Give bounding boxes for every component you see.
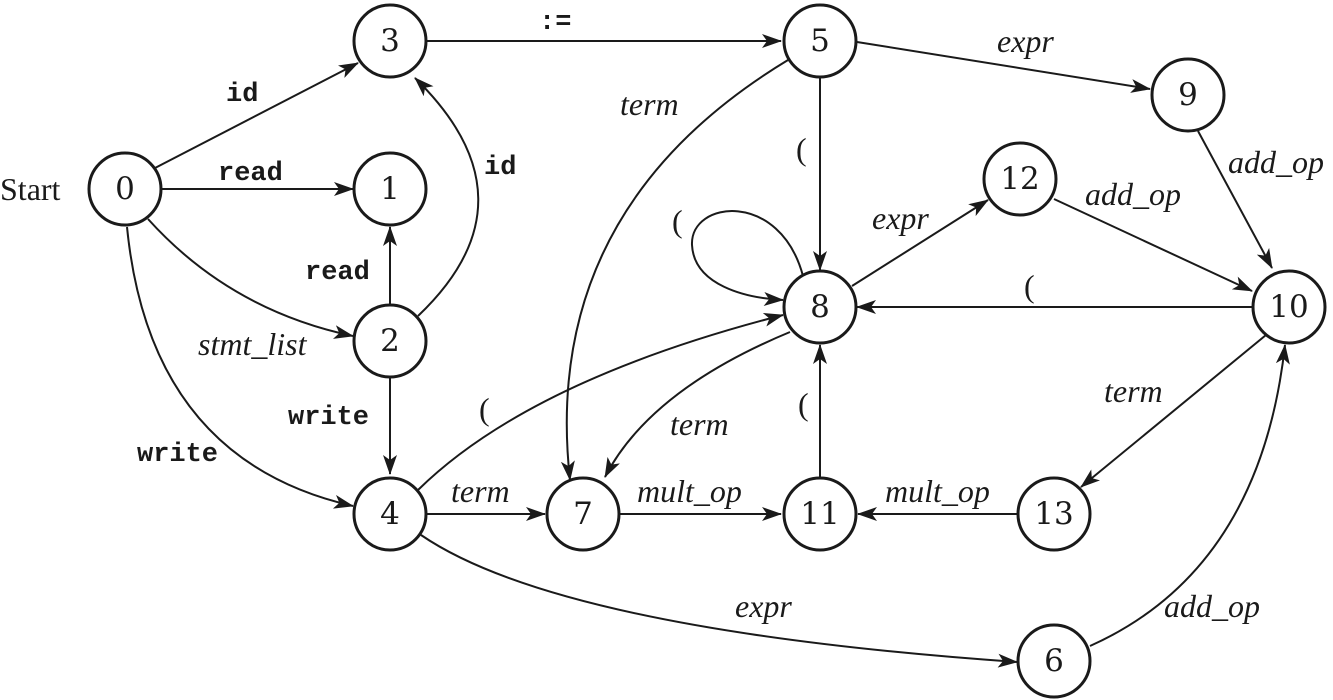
label-3-5: :=: [539, 8, 571, 38]
state-9: 9: [1150, 57, 1226, 133]
svg-text:9: 9: [1178, 77, 1198, 113]
edges: [126, 34, 1290, 668]
label-0-3: id: [226, 80, 258, 110]
label-8-8: (: [672, 203, 683, 239]
edge-labels: Start id read stmt_list write read id wr…: [0, 8, 1324, 624]
state-0: 0: [87, 151, 163, 227]
start-label: Start: [0, 171, 61, 207]
label-12-10: add_op: [1085, 176, 1181, 212]
label-2-3: id: [484, 153, 516, 183]
edge-2-3: [414, 77, 480, 317]
state-13: 13: [1016, 476, 1092, 552]
edge-5-9: [856, 41, 1151, 93]
state-10: 10: [1251, 269, 1327, 345]
state-11: 11: [782, 476, 858, 552]
svg-text:11: 11: [800, 496, 839, 532]
edge-12-10: [1053, 198, 1253, 292]
label-9-10: add_op: [1228, 144, 1324, 180]
label-13-11: mult_op: [885, 473, 990, 509]
state-12: 12: [982, 141, 1058, 217]
label-11-8: (: [798, 386, 809, 422]
svg-text:1: 1: [380, 171, 400, 207]
label-8-12: expr: [872, 200, 929, 236]
state-4: 4: [352, 476, 428, 552]
svg-text:7: 7: [573, 496, 593, 532]
state-3: 3: [352, 3, 428, 79]
edge-9-10: [1197, 130, 1273, 269]
label-10-13: term: [1104, 373, 1163, 409]
label-7-11: mult_op: [637, 473, 742, 509]
edge-0-3: [154, 62, 359, 169]
label-0-4: write: [137, 440, 218, 470]
edge-5-7: [560, 59, 789, 481]
edge-8-8-loop: [690, 210, 804, 306]
state-2: 2: [352, 303, 428, 379]
svg-text:8: 8: [810, 289, 830, 325]
state-7: 7: [545, 476, 621, 552]
state-5: 5: [782, 3, 858, 79]
svg-text:10: 10: [1269, 289, 1308, 325]
edge-8-12: [851, 199, 989, 287]
label-0-1: read: [218, 159, 283, 189]
edge-4-8: [417, 312, 784, 491]
svg-text:2: 2: [380, 323, 400, 359]
nodes: 0 1 2 3 4 5 6 7 8 9 10 11 12 13: [87, 3, 1327, 699]
edge-8-7: [604, 331, 791, 478]
state-6: 6: [1016, 623, 1092, 699]
svg-text:4: 4: [380, 496, 400, 532]
svg-text:12: 12: [1000, 161, 1039, 197]
state-8: 8: [782, 269, 858, 345]
edge-6-10: [1089, 344, 1290, 647]
label-5-7: term: [620, 86, 679, 122]
label-4-6: expr: [735, 588, 792, 624]
label-6-10: add_op: [1164, 588, 1260, 624]
label-2-1: read: [305, 258, 370, 288]
edge-0-2: [147, 218, 354, 339]
svg-text:13: 13: [1034, 496, 1073, 532]
svg-text:6: 6: [1044, 643, 1064, 679]
edge-4-6: [420, 534, 1018, 668]
label-2-4: write: [288, 403, 369, 433]
label-8-7: term: [670, 406, 729, 442]
svg-text:0: 0: [115, 171, 135, 207]
label-4-7: term: [451, 473, 510, 509]
label-0-2: stmt_list: [198, 326, 308, 362]
svg-text:3: 3: [380, 23, 400, 59]
edge-10-13: [1080, 334, 1267, 488]
label-10-8: (: [1024, 268, 1035, 304]
state-1: 1: [352, 151, 428, 227]
label-5-9: expr: [997, 23, 1054, 59]
label-5-8: (: [796, 131, 807, 167]
edge-0-4: [126, 226, 354, 509]
label-4-8: (: [479, 391, 490, 427]
svg-text:5: 5: [810, 23, 830, 59]
